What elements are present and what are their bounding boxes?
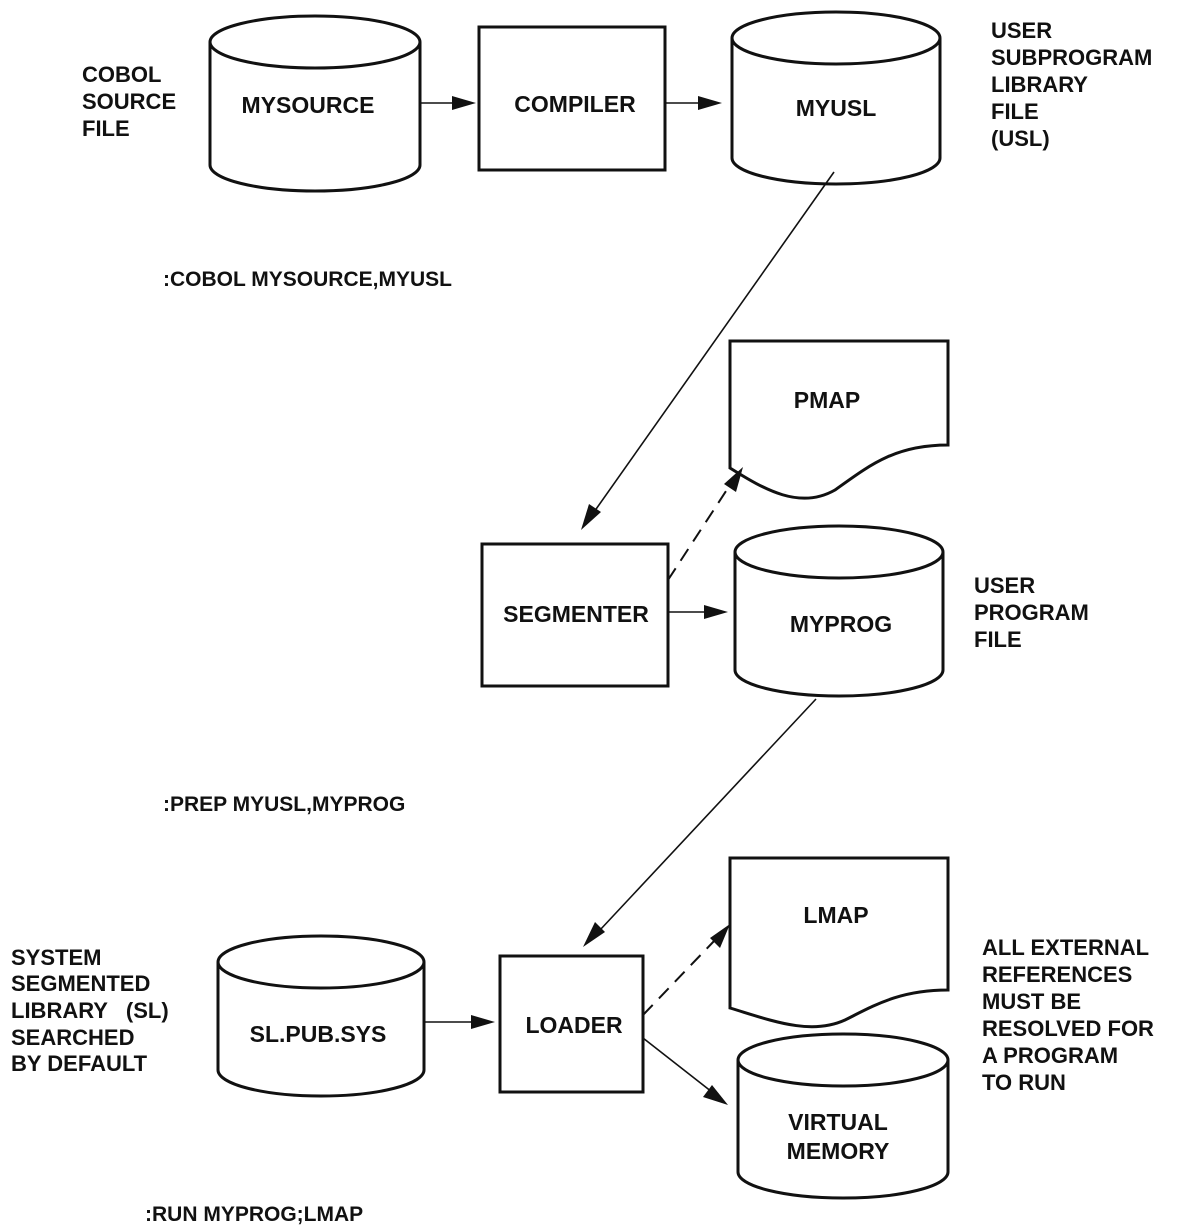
prep-command: :PREP MYUSL,MYPROG [163, 793, 405, 816]
caption-line: BY DEFAULT [11, 1051, 148, 1076]
virtual-memory-label-line2: MEMORY [787, 1138, 890, 1164]
system-segmented-library-caption: SYSTEM SEGMENTED LIBRARY (SL) SEARCHED B… [11, 945, 169, 1076]
caption-line: COBOL [82, 62, 161, 87]
myusl-cylinder: MYUSL [730, 10, 942, 186]
sl-pub-sys-label: SL.PUB.SYS [250, 1021, 387, 1047]
caption-line: SYSTEM [11, 945, 101, 970]
loader-label: LOADER [525, 1012, 623, 1038]
caption-line: SUBPROGRAM [991, 45, 1152, 70]
caption-line: PROGRAM [974, 600, 1089, 625]
caption-line: SEARCHED [11, 1025, 134, 1050]
cobol-command: :COBOL MYSOURCE,MYUSL [163, 268, 452, 291]
arrow-myprog-to-loader [583, 698, 817, 947]
note-line: REFERENCES [982, 962, 1132, 987]
arrow-sl-to-loader [424, 1015, 495, 1029]
myprog-cylinder: MYPROG [733, 524, 945, 698]
caption-line: FILE [974, 627, 1022, 652]
segmenter-box: SEGMENTER [480, 542, 670, 688]
user-subprogram-library-caption: USER SUBPROGRAM LIBRARY FILE (USL) [991, 18, 1152, 151]
pmap-document: PMAP [728, 339, 950, 500]
caption-line: (USL) [991, 126, 1050, 151]
user-program-file-caption: USER PROGRAM FILE [974, 573, 1089, 652]
mysource-label: MYSOURCE [242, 92, 375, 118]
note-line: ALL EXTERNAL [982, 935, 1149, 960]
note-line: A PROGRAM [982, 1043, 1118, 1068]
note-line: MUST BE [982, 989, 1081, 1014]
compiler-box: COMPILER [477, 25, 667, 172]
myusl-label: MYUSL [796, 95, 877, 121]
note-line: RESOLVED FOR [982, 1016, 1154, 1041]
arrow-compiler-to-myusl [665, 96, 722, 110]
myprog-label: MYPROG [790, 611, 892, 637]
caption-line: USER [991, 18, 1052, 43]
arrow-segmenter-to-pmap [667, 467, 743, 581]
caption-line: FILE [82, 116, 130, 141]
arrow-loader-to-virtual-memory [642, 1037, 728, 1105]
sl-pub-sys-cylinder: SL.PUB.SYS [216, 934, 426, 1098]
virtual-memory-label-line1: VIRTUAL [788, 1109, 888, 1135]
caption-line: FILE [991, 99, 1039, 124]
compiler-label: COMPILER [514, 91, 636, 117]
lmap-label: LMAP [803, 902, 868, 928]
pmap-label: PMAP [794, 387, 860, 413]
note-line: TO RUN [982, 1070, 1066, 1095]
arrow-segmenter-to-myprog [668, 605, 728, 619]
caption-line: LIBRARY (SL) [11, 998, 169, 1023]
caption-line: LIBRARY [991, 72, 1088, 97]
mysource-cylinder: MYSOURCE [208, 14, 422, 193]
caption-line: USER [974, 573, 1035, 598]
lmap-document: LMAP [728, 856, 950, 1029]
segmenter-label: SEGMENTER [503, 601, 649, 627]
cobol-source-file-caption: COBOL SOURCE FILE [82, 62, 176, 141]
arrow-loader-to-lmap [642, 924, 730, 1016]
virtual-memory-cylinder: VIRTUAL MEMORY [736, 1032, 950, 1200]
arrow-mysource-to-compiler [420, 96, 476, 110]
caption-line: SEGMENTED [11, 971, 150, 996]
external-references-note: ALL EXTERNAL REFERENCES MUST BE RESOLVED… [982, 935, 1154, 1095]
loader-box: LOADER [498, 954, 645, 1094]
arrow-myusl-to-segmenter [581, 171, 835, 530]
run-command: :RUN MYPROG;LMAP [145, 1203, 363, 1226]
caption-line: SOURCE [82, 89, 176, 114]
